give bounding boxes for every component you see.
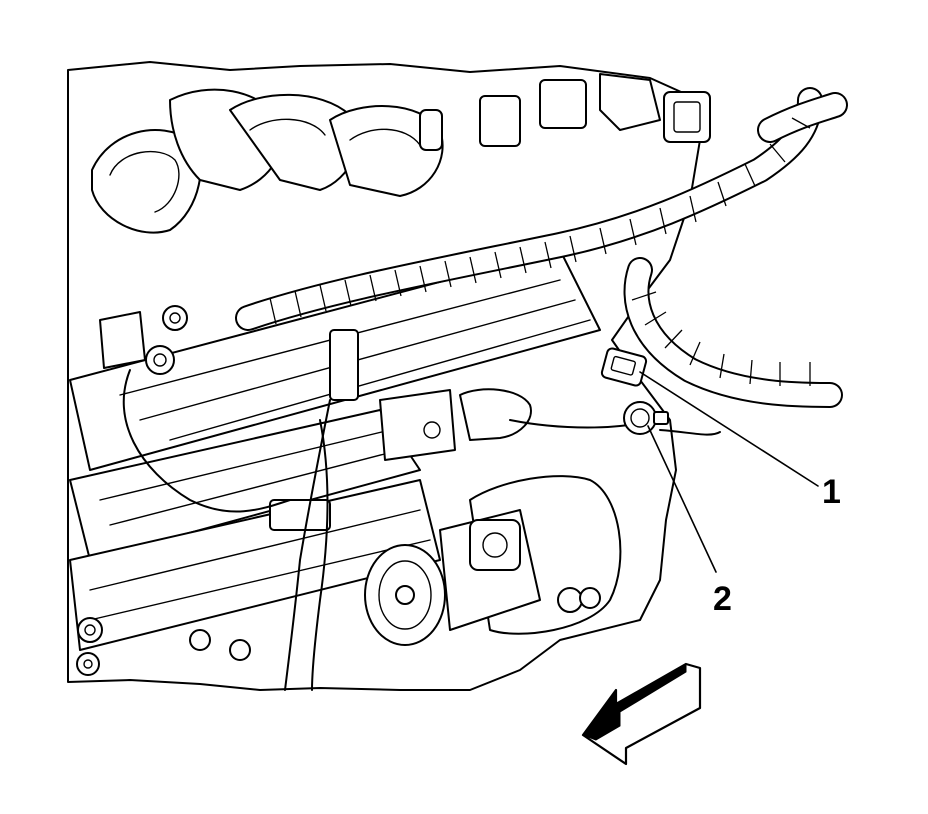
callout-2-label: 2 <box>713 580 732 618</box>
callout-leaders <box>639 371 819 573</box>
starter-motor <box>364 475 622 646</box>
leader-line-1 <box>639 371 819 487</box>
connector-1 <box>600 347 648 387</box>
callout-1-label: 1 <box>822 473 841 511</box>
wiring-harness <box>122 87 848 691</box>
front-direction-arrow-icon <box>581 662 702 766</box>
engine-block <box>67 61 711 691</box>
leader-line-2 <box>647 425 717 573</box>
